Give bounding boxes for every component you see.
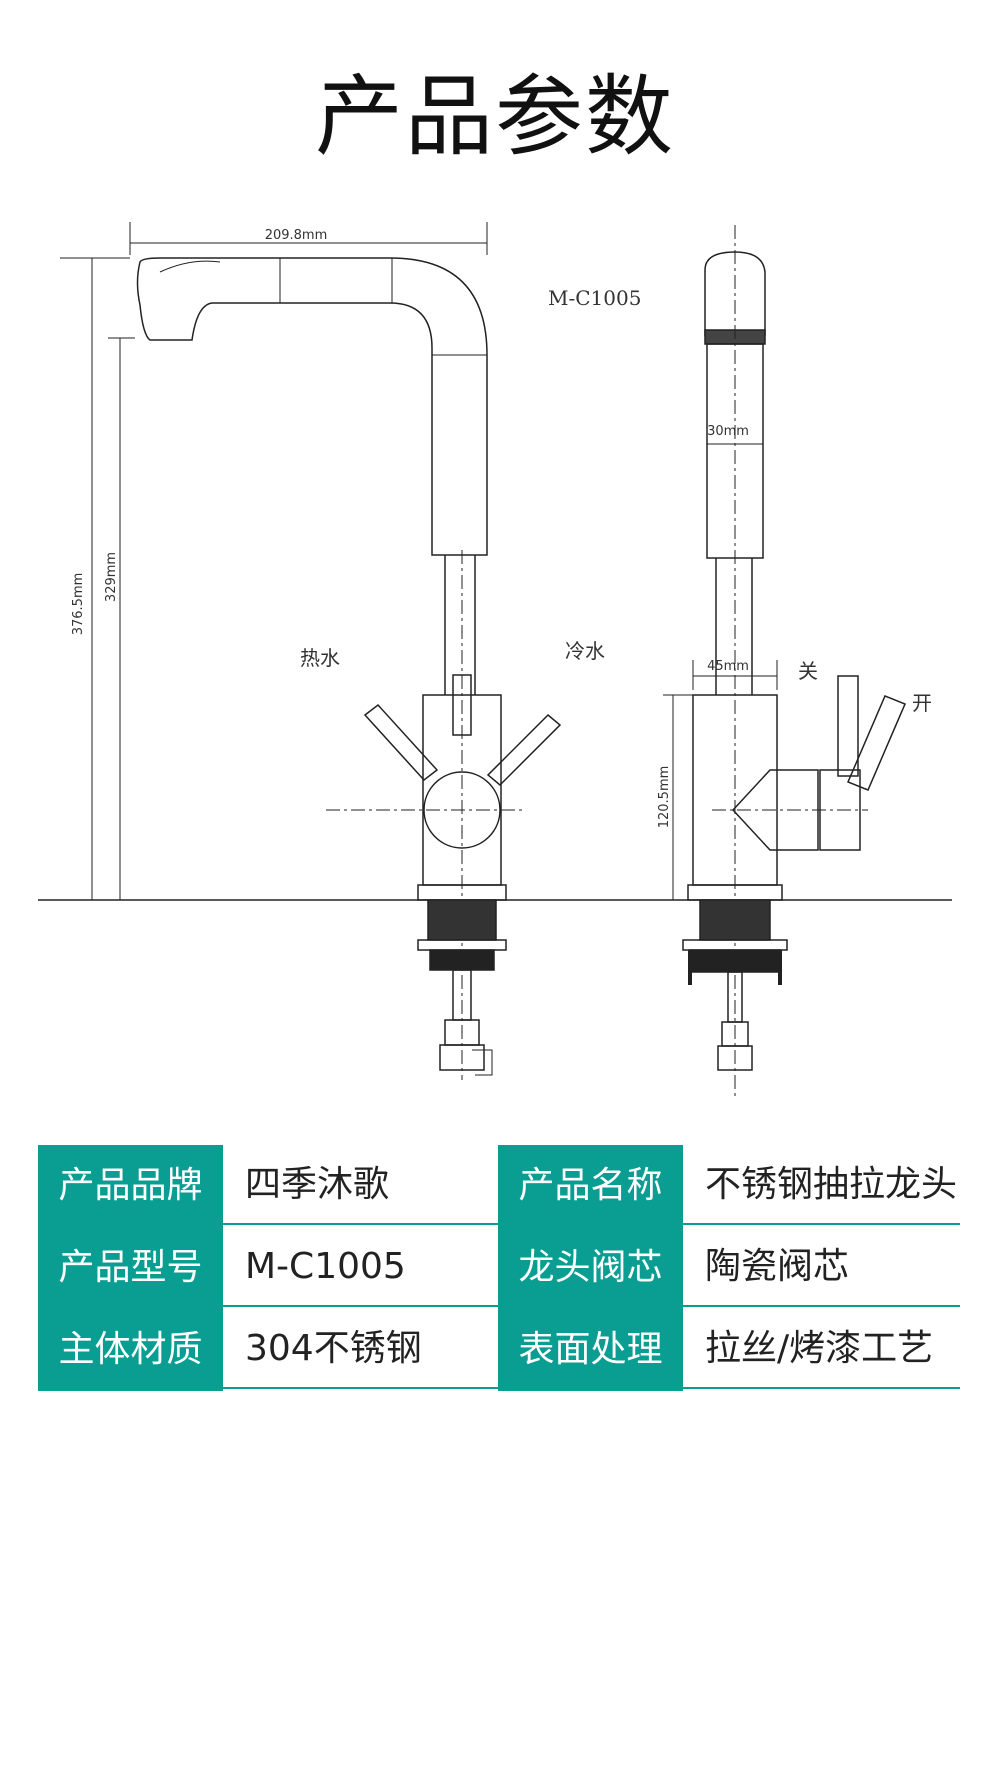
spec-value-valve: 陶瓷阀芯 <box>683 1227 960 1307</box>
dim-neck: 30mm <box>707 424 749 439</box>
off-label: 关 <box>798 659 818 683</box>
spec-label-material: 主体材质 <box>38 1309 223 1391</box>
spec-label-model: 产品型号 <box>38 1227 223 1309</box>
spec-label-finish: 表面处理 <box>498 1309 683 1391</box>
dim-width: 209.8mm <box>265 228 328 243</box>
page-title: 产品参数 <box>314 65 675 168</box>
dim-base: 45mm <box>707 659 749 674</box>
model-code-label: M-C1005 <box>548 286 641 310</box>
spec-value-model: M-C1005 <box>223 1227 498 1307</box>
spec-value-name: 不锈钢抽拉龙头 <box>683 1145 960 1225</box>
front-view <box>60 222 562 1080</box>
spec-value-material: 304不锈钢 <box>223 1309 498 1389</box>
side-view <box>663 225 906 1100</box>
dim-body-height: 120.5mm <box>657 766 672 829</box>
spec-label-brand: 产品品牌 <box>38 1145 223 1227</box>
on-label: 开 <box>912 691 932 715</box>
spec-label-name: 产品名称 <box>498 1145 683 1227</box>
spec-table: 产品品牌 四季沐歌 产品名称 不锈钢抽拉龙头 产品型号 M-C1005 龙头阀芯… <box>38 1145 960 1391</box>
hot-water-label: 热水 <box>300 646 340 670</box>
spec-value-finish: 拉丝/烤漆工艺 <box>683 1309 960 1389</box>
faucet-technical-drawing: 209.8mm 376.5mm 329mm 30mm 45mm 120.5mm … <box>38 222 952 1100</box>
spec-label-valve: 龙头阀芯 <box>498 1227 683 1309</box>
dim-total-height: 376.5mm <box>71 573 86 636</box>
spec-value-brand: 四季沐歌 <box>223 1145 498 1225</box>
cold-water-label: 冷水 <box>565 639 605 663</box>
dim-spout-height: 329mm <box>104 552 119 602</box>
